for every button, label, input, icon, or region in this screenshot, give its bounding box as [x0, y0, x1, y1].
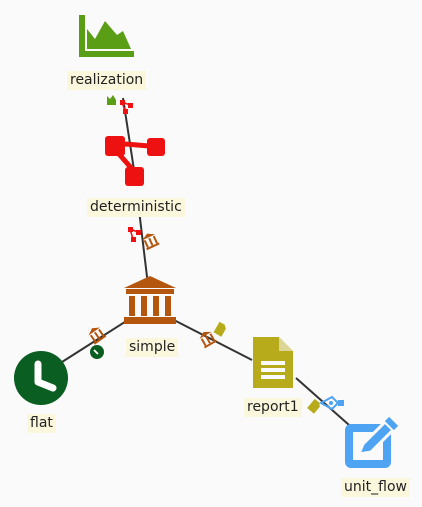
edge-marker-document-icon	[213, 321, 226, 337]
node-label-simple: simple	[126, 338, 179, 357]
node-flat-icon[interactable]	[14, 351, 68, 405]
node-deterministic-icon[interactable]	[105, 136, 165, 186]
edge-marker-clock-icon	[90, 345, 104, 359]
node-label-deterministic: deterministic	[87, 198, 185, 217]
node-report1-icon[interactable]	[253, 337, 293, 388]
node-realization-icon[interactable]	[79, 15, 134, 57]
node-label-flat: flat	[27, 414, 56, 433]
edge-marker-bank-icon	[88, 327, 107, 345]
node-label-report1: report1	[244, 398, 302, 417]
edge-marker-pen-icon	[318, 395, 344, 411]
edge-marker-bank-icon	[142, 233, 160, 251]
edge-marker-network-icon	[128, 227, 141, 242]
edge-marker-area-chart-icon	[107, 95, 116, 105]
edge-marker-document-icon	[307, 398, 320, 414]
node-unit_flow-icon[interactable]	[345, 416, 399, 468]
node-label-unit_flow: unit_flow	[341, 478, 410, 497]
edge-simple-report1	[169, 317, 253, 361]
node-label-realization: realization	[67, 71, 147, 90]
node-simple-icon[interactable]	[124, 276, 176, 324]
edge-deterministic-simple	[138, 209, 149, 286]
edge-marker-bank-icon	[199, 331, 218, 349]
edge-marker-network-icon	[120, 100, 133, 114]
